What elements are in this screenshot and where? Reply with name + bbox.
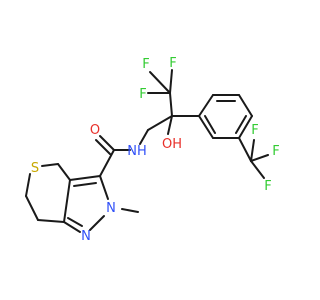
bond-c7-c7a xyxy=(37,219,65,223)
bond-cf3c-f-bottom xyxy=(250,160,265,179)
bond-ph-inner-2 xyxy=(235,115,247,134)
atom-oh: OH xyxy=(162,137,182,152)
bond-cf3-c-cq xyxy=(169,92,173,117)
bond-cco-c3 xyxy=(99,149,115,177)
bond-n2-n1 xyxy=(89,215,105,231)
bond-n1-c7a-b xyxy=(67,217,83,227)
atom-o-carbonyl: O xyxy=(90,123,100,138)
bond-lines xyxy=(25,69,269,233)
bond-n2-methyl xyxy=(121,208,139,213)
bond-ph1-ph2 xyxy=(198,94,214,117)
atom-f-top-mid: F xyxy=(169,56,176,71)
bond-cf3c-f-right xyxy=(250,154,269,162)
bond-c3a-c4 xyxy=(57,163,71,181)
atom-labels: F F F OH NH O S N N F F F xyxy=(31,56,280,244)
atom-n-ring: N xyxy=(81,229,91,244)
atom-f-cf3-bottom: F xyxy=(264,179,271,194)
bond-ph4-ph5 xyxy=(238,115,253,139)
bond-s-c6 xyxy=(25,173,31,197)
bond-c4-s xyxy=(41,163,59,167)
bond-ph-inner-3 xyxy=(204,115,216,134)
bond-c7a-c3a xyxy=(63,179,71,223)
atom-f-top-left: F xyxy=(142,57,149,72)
bond-cq-oh xyxy=(167,115,173,135)
molecule-structure: F F F OH NH O S N N F F F xyxy=(25,56,280,244)
bond-cq-ch2 xyxy=(147,115,173,131)
atom-f-cf3-right: F xyxy=(272,144,279,159)
bond-ph3-ph4 xyxy=(238,94,253,117)
bond-n1-c7a-a xyxy=(63,221,81,233)
atom-f-left: F xyxy=(139,87,146,102)
bond-cco-o-b xyxy=(95,139,111,155)
atom-s-ring: S xyxy=(31,161,39,176)
bond-cf3c-f-top xyxy=(250,139,255,162)
bond-c6-c7 xyxy=(25,195,39,221)
bond-c3a-c3-a xyxy=(69,175,101,181)
atom-n-amide: NH xyxy=(127,144,147,159)
bond-c3a-c3-b xyxy=(73,182,97,187)
bond-cf3-c-f1 xyxy=(149,71,171,94)
bond-c3-n2 xyxy=(99,175,109,200)
atom-f-cf3-top: F xyxy=(251,123,258,138)
bond-cf3-c-f2 xyxy=(169,69,173,94)
bond-ph6-ph1 xyxy=(198,115,214,139)
bond-cco-o-a xyxy=(99,135,115,151)
bond-ph5-cf3c xyxy=(238,137,252,162)
bond-ch2-nh xyxy=(139,129,149,145)
atom-n-methyl: N xyxy=(106,201,116,216)
